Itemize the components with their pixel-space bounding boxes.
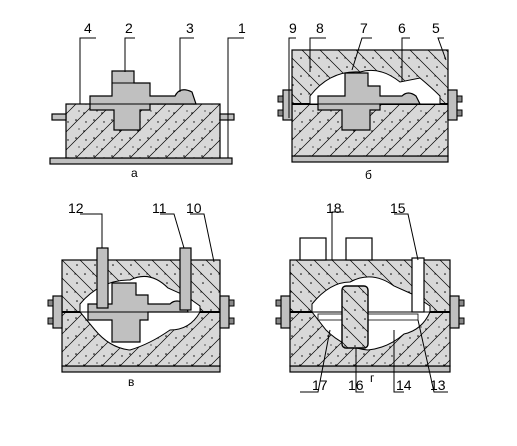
label-14: 14 [396,377,412,393]
sprue-channel [411,257,425,313]
panel-b: 9 8 7 6 5 б [277,20,463,182]
label-18: 18 [326,200,342,216]
core [341,285,369,349]
label-15: 15 [390,200,406,216]
label-17: 17 [312,377,328,393]
pin-left [280,295,291,329]
label-2: 2 [125,20,133,36]
pin-left [282,89,293,121]
label-10: 10 [186,200,202,216]
label-12: 12 [68,200,84,216]
pattern-half [89,70,197,131]
caption-c: в [128,375,134,389]
caption-d: г [370,371,375,385]
riser-model [179,247,192,311]
caption-a: а [131,166,138,180]
label-9: 9 [289,20,297,36]
panel-c: 12 11 10 в [47,200,235,389]
label-11: 11 [152,200,167,216]
weight-left [299,237,327,261]
panel-d: 18 15 17 16 14 13 г [275,200,465,393]
label-1: 1 [238,20,246,36]
label-4: 4 [84,20,92,36]
base-plate [61,365,221,373]
pattern [317,72,421,131]
label-7: 7 [360,20,368,36]
pin-right [447,89,458,121]
pin-left [52,295,63,329]
pin-left [51,113,67,121]
label-6: 6 [398,20,406,36]
pin-right [219,295,230,329]
sprue-model [96,247,109,309]
weight-right [345,237,373,261]
flask-lower [65,103,221,159]
panel-a: 4 2 3 1 а [49,20,246,180]
label-8: 8 [316,20,324,36]
label-5: 5 [432,20,440,36]
label-3: 3 [186,20,194,36]
label-13: 13 [430,377,446,393]
label-16: 16 [348,377,364,393]
pin-right [219,113,235,121]
pin-right [449,295,460,329]
base-plate [49,157,233,165]
caption-b: б [365,168,372,182]
base-plate [291,155,449,163]
